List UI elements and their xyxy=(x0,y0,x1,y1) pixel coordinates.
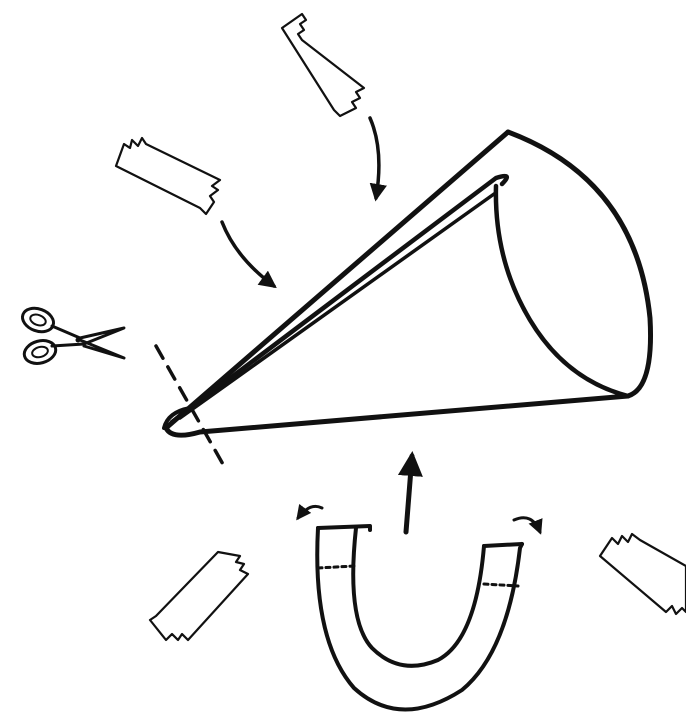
megaphone-diagram xyxy=(0,0,686,718)
